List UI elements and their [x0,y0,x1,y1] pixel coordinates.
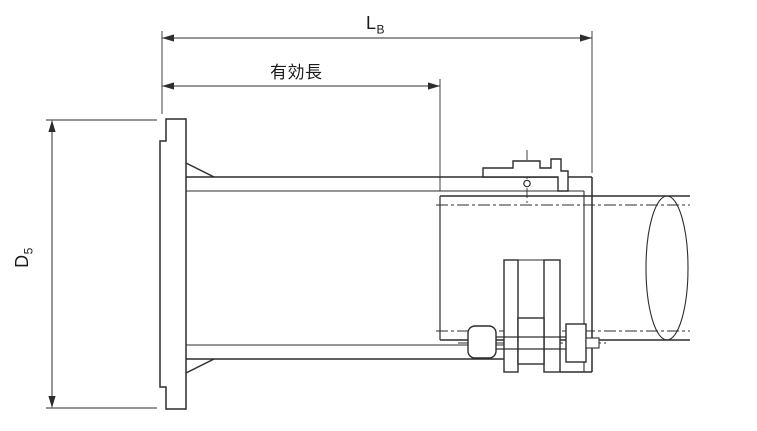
t-bolt-head [467,325,497,359]
dimension-arrowheads [48,34,592,408]
dim-label-overall-length: LB [366,13,386,37]
dim-label-effective-length: 有効長 [270,63,323,82]
inserted-pipe [436,195,690,341]
hub-taper-top [185,162,215,178]
clamp-set-bolt [523,179,531,188]
pipe-break-ellipse [645,195,689,341]
flange-outline [159,118,187,410]
hub-taper-bottom [185,358,215,374]
restraint-clamp [482,150,569,203]
arrow-d5-top [48,120,56,132]
arrow-eff-right [428,82,440,90]
bolt-nut [565,323,587,363]
arrow-eff-left [162,82,174,90]
dim-label-flange-diameter: D5 [11,247,36,268]
gland-ring-left [503,259,519,373]
gland-assembly [458,259,606,373]
gland-ring-right [543,259,561,373]
arrow-lb-left [162,34,174,42]
flange-diameter-base: D [11,254,32,268]
clamp-body [482,158,569,192]
dimension-lines [46,31,593,409]
gland-bolt-boss [517,317,545,365]
arrow-d5-bottom [48,396,56,408]
overall-length-base: L [366,13,377,33]
arrow-lb-right [580,34,592,42]
bolt-thread-stub [585,337,600,349]
flange-diameter-sub: 5 [21,247,36,255]
overall-length-sub: B [376,22,386,37]
